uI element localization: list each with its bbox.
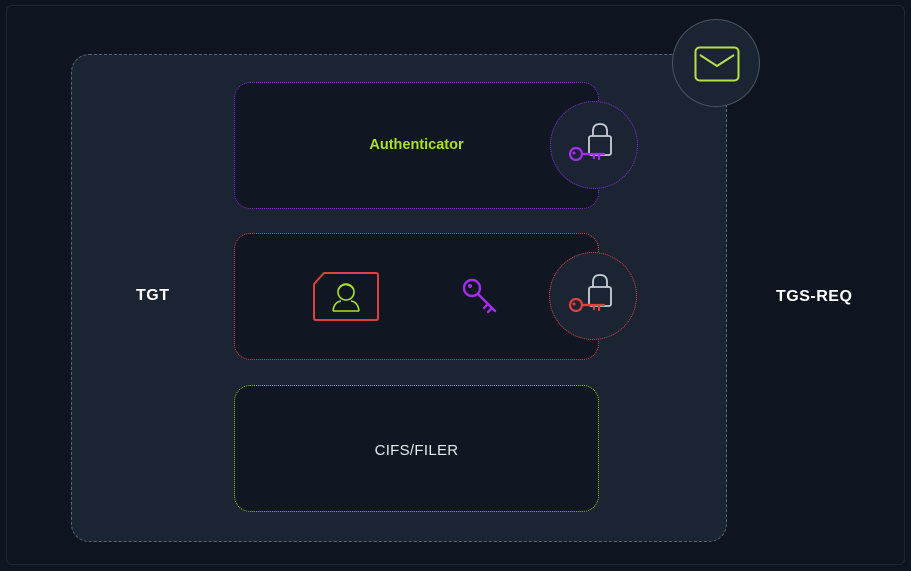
service-panel: CIFS/FILER xyxy=(234,385,599,512)
canvas-frame xyxy=(6,5,905,565)
user-id-card-icon xyxy=(312,271,380,323)
message-envelope-badge xyxy=(672,19,760,107)
tgt-key-lock-badge xyxy=(549,252,637,340)
tgs-req-label: TGS-REQ xyxy=(776,288,853,305)
tgt-label: TGT xyxy=(136,287,170,304)
tgt-panel xyxy=(234,233,599,360)
authenticator-key-lock-badge xyxy=(550,101,638,189)
service-principal-label: CIFS/FILER xyxy=(374,442,459,459)
key-icon xyxy=(461,277,501,317)
key-lock-icon xyxy=(568,273,616,317)
envelope-icon xyxy=(694,46,740,82)
authenticator-label: Authenticator xyxy=(369,137,464,153)
key-lock-icon xyxy=(568,122,616,166)
authenticator-panel: Authenticator xyxy=(234,82,599,209)
